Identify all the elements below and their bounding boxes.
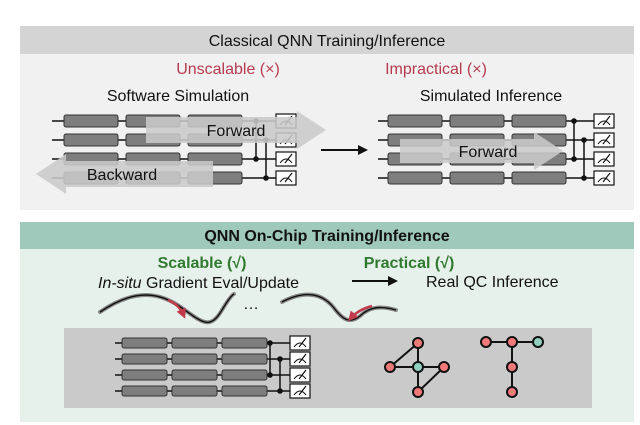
quantum-gate: [387, 171, 443, 185]
quantum-gate: [221, 337, 268, 349]
forward-arrow-icon: Forward: [400, 132, 563, 170]
measurement-icon: [289, 383, 311, 399]
circuit-hardware: [115, 335, 311, 399]
scalable-status: Scalable (√): [158, 255, 247, 272]
loss-curve-right: [280, 292, 398, 323]
qubit-node: [480, 336, 492, 348]
control-dot: [263, 175, 269, 181]
quantum-gate: [121, 337, 168, 349]
control-dot: [581, 137, 587, 143]
gradient-step-arrow: [167, 298, 186, 319]
control-dot: [267, 340, 273, 346]
control-dot: [581, 175, 587, 181]
backward-arrow-icon: Backward: [36, 154, 213, 194]
qubit-node: [438, 361, 450, 373]
control-dot: [571, 118, 577, 124]
gradient-eval-label: Gradient Eval/Update: [142, 275, 300, 292]
quantum-gate: [511, 171, 567, 185]
measurement-icon: [593, 113, 615, 129]
measurement-icon: [275, 170, 297, 186]
qubit-node: [412, 386, 424, 398]
quantum-gate: [449, 114, 505, 128]
forward-label-2: Forward: [459, 144, 518, 161]
forward-arrow-icon: Forward: [146, 111, 326, 149]
measurement-icon: [593, 170, 615, 186]
quantum-gate: [171, 337, 218, 349]
classical-panel: Classical QNN Training/Inference Unscala…: [20, 26, 634, 210]
quantum-gate: [171, 369, 218, 381]
quantum-gate: [63, 114, 119, 128]
unscalable-status: Unscalable (×): [176, 61, 280, 78]
quantum-gate: [221, 385, 268, 397]
control-dot: [277, 388, 283, 394]
quantum-gate: [511, 114, 567, 128]
simulated-inference-title: Simulated Inference: [420, 88, 562, 105]
software-simulation-title: Software Simulation: [107, 88, 249, 105]
practical-status: Practical (√): [364, 255, 455, 272]
quantum-gate: [449, 171, 505, 185]
classical-header-bar: [20, 26, 634, 54]
measurement-icon: [289, 351, 311, 367]
gradient-eval-text: In-situ Gradient Eval/Update: [98, 275, 299, 292]
ellipsis: …: [243, 296, 259, 313]
control-dot: [253, 156, 259, 162]
qubit-node: [506, 386, 518, 398]
impractical-status: Impractical (×): [385, 61, 487, 78]
onchip-header-title: QNN On-Chip Training/Inference: [204, 228, 449, 245]
measurement-icon: [289, 335, 311, 351]
measurement-icon: [593, 132, 615, 148]
onchip-panel: QNN On-Chip Training/Inference Scalable …: [20, 222, 634, 422]
in-situ-text: In-situ: [98, 275, 142, 292]
control-dot: [277, 356, 283, 362]
quantum-gate: [221, 369, 268, 381]
qubit-node: [412, 361, 424, 373]
quantum-gate: [121, 353, 168, 365]
onchip-header-bar: [20, 222, 634, 249]
qubit-node: [412, 337, 424, 349]
quantum-gate: [121, 385, 168, 397]
measurement-icon: [275, 151, 297, 167]
control-dot: [267, 372, 273, 378]
quantum-gate: [63, 133, 119, 147]
quantum-gate: [121, 369, 168, 381]
classical-header-title: Classical QNN Training/Inference: [209, 33, 446, 50]
gradient-step-arrow: [348, 304, 373, 322]
quantum-gate: [221, 353, 268, 365]
quantum-gate: [171, 353, 218, 365]
control-dot: [571, 156, 577, 162]
measurement-icon: [289, 367, 311, 383]
measurement-icon: [593, 151, 615, 167]
qubit-node: [506, 361, 518, 373]
loss-curve-left: [98, 292, 236, 325]
qubit-topology-graph-2: [480, 336, 544, 398]
qubit-node: [532, 336, 544, 348]
qubit-topology-graph-1: [384, 337, 450, 398]
qubit-node: [384, 361, 396, 373]
qubit-node: [506, 336, 518, 348]
real-qc-inference-text: Real QC Inference: [426, 274, 559, 291]
forward-label: Forward: [207, 123, 266, 140]
quantum-gate: [171, 385, 218, 397]
backward-label: Backward: [87, 167, 157, 184]
quantum-gate: [387, 114, 443, 128]
